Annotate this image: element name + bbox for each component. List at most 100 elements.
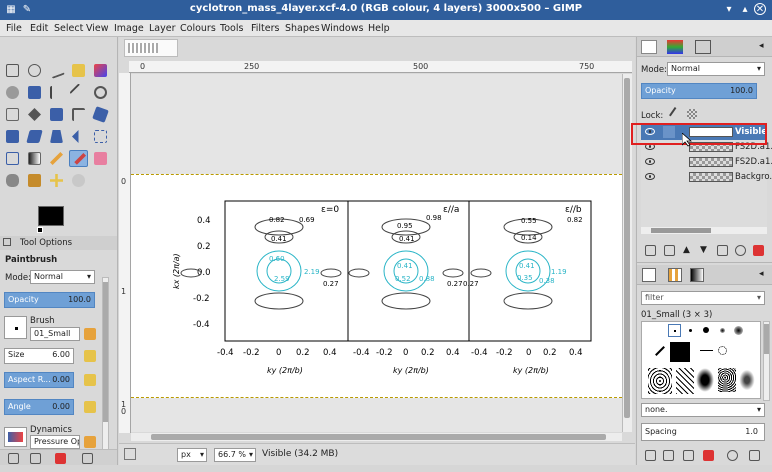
brush-cell-block[interactable] <box>670 342 690 362</box>
size-spinner[interactable]: Size 6.00 <box>4 348 74 364</box>
spacing-spinner[interactable]: Spacing 1.0 <box>641 423 765 441</box>
layer-mode-select[interactable]: Normal ▾ <box>667 62 765 76</box>
layer-name[interactable]: FS2D.a1... <box>735 142 772 152</box>
fuzzy-select-tool[interactable] <box>69 62 88 79</box>
brush-cell[interactable] <box>700 344 713 357</box>
brush-grid-scrollbar[interactable] <box>763 321 770 401</box>
image-canvas[interactable] <box>131 174 622 398</box>
heal-tool[interactable] <box>47 172 66 189</box>
color-select-tool[interactable] <box>91 62 110 79</box>
opacity-slider[interactable]: Opacity 100.0 <box>4 292 95 308</box>
menu-layer[interactable]: Layer <box>149 23 176 34</box>
brush-cell[interactable] <box>716 344 729 357</box>
brush-cell-splatter[interactable] <box>718 368 736 392</box>
menu-shapes[interactable]: Shapes <box>285 23 320 34</box>
lock-pixels-icon[interactable] <box>669 107 683 121</box>
scale-tool[interactable] <box>3 128 22 145</box>
shear-tool[interactable] <box>25 128 44 145</box>
airbrush-tool[interactable] <box>3 172 22 189</box>
delete-options-icon[interactable] <box>55 453 66 464</box>
delete-brush-icon[interactable] <box>703 450 714 461</box>
brush-cell[interactable] <box>652 342 668 358</box>
pin-icon[interactable]: ✎ <box>22 4 32 15</box>
reset-options-icon[interactable] <box>82 453 93 464</box>
menu-select[interactable]: Select <box>54 23 84 34</box>
crop-tool[interactable] <box>69 106 88 123</box>
rect-select-tool[interactable] <box>3 62 22 79</box>
layer-name[interactable]: Visible <box>735 127 768 137</box>
menu-file[interactable]: File <box>6 23 22 34</box>
save-options-icon[interactable] <box>8 453 19 464</box>
raise-layer-icon[interactable]: ▲ <box>683 245 690 255</box>
menu-colours[interactable]: Colours <box>180 23 216 34</box>
edit-dynamics-icon[interactable] <box>84 436 96 448</box>
brush-cell-texture[interactable] <box>676 368 694 394</box>
menu-windows[interactable]: Windows <box>321 23 364 34</box>
horizontal-scrollbar[interactable] <box>131 433 622 441</box>
perspective-tool[interactable] <box>47 128 66 145</box>
image-tab[interactable] <box>124 39 178 57</box>
brush-cell[interactable] <box>684 324 697 337</box>
layers-tab-icon[interactable] <box>641 40 657 54</box>
layers-hscrollbar[interactable] <box>641 227 767 234</box>
brushes-dock-menu-icon[interactable]: ◂ <box>759 269 764 279</box>
new-brush-icon[interactable] <box>663 450 674 461</box>
text-tool[interactable] <box>3 150 22 167</box>
cage-tool[interactable] <box>91 128 110 145</box>
color-picker-tool[interactable] <box>69 83 88 102</box>
edit-brush-button-icon[interactable] <box>645 450 656 461</box>
flip-tool[interactable] <box>69 128 88 145</box>
brush-cell[interactable] <box>716 324 729 337</box>
brush-cell-selected[interactable] <box>668 324 681 337</box>
align-tool[interactable] <box>47 106 66 123</box>
close-icon[interactable]: ✕ <box>754 3 766 15</box>
reset-colors-icon[interactable] <box>37 227 43 233</box>
tool-options-tab[interactable]: Tool Options <box>0 236 117 250</box>
tool-options-scrollbar[interactable] <box>102 277 109 452</box>
paths-tool[interactable] <box>47 84 66 101</box>
layer-visibility-eye-icon[interactable] <box>645 173 655 180</box>
move-tool[interactable] <box>25 106 44 123</box>
zoom-tool[interactable] <box>91 84 110 101</box>
aspect-ratio-slider[interactable]: Aspect R... 0.00 <box>4 372 74 388</box>
pencil-tool[interactable] <box>47 150 66 167</box>
dynamics-field[interactable]: Pressure Op... <box>30 435 80 449</box>
menu-edit[interactable]: Edit <box>30 23 49 34</box>
brush-grid[interactable] <box>641 321 761 399</box>
reset-size-icon[interactable] <box>84 350 96 362</box>
ellipse-select-tool[interactable] <box>25 62 44 79</box>
angle-slider[interactable]: Angle 0.00 <box>4 399 74 415</box>
free-select-tool[interactable] <box>47 62 66 79</box>
menu-tools[interactable]: Tools <box>220 23 244 34</box>
lower-layer-icon[interactable]: ▼ <box>700 245 707 255</box>
refresh-brushes-icon[interactable] <box>727 450 738 461</box>
ink-tool[interactable] <box>25 172 44 189</box>
anchor-layer-icon[interactable] <box>735 245 746 256</box>
foreground-color-swatch[interactable] <box>38 206 64 226</box>
gradients-tab-icon[interactable] <box>690 268 704 282</box>
maximize-icon[interactable]: ▴ <box>742 4 748 15</box>
zoom-select[interactable]: 66.7 % ▾ <box>214 448 256 462</box>
layer-row-fs2d-2[interactable]: FS2D.a1... <box>641 155 772 170</box>
menu-help[interactable]: Help <box>368 23 390 34</box>
restore-options-icon[interactable] <box>30 453 41 464</box>
vertical-scrollbar[interactable] <box>622 74 632 432</box>
dock-menu-icon[interactable]: ◂ <box>759 41 764 51</box>
horizontal-ruler[interactable]: 0 250 500 750 <box>129 61 632 73</box>
menu-filters[interactable]: Filters <box>251 23 280 34</box>
duplicate-layer-icon[interactable] <box>717 245 728 256</box>
brushes-tab-icon[interactable] <box>642 268 656 282</box>
lock-alpha-icon[interactable] <box>687 109 697 119</box>
dynamics-preview-icon[interactable] <box>4 427 27 447</box>
smudge-tool[interactable] <box>69 172 88 189</box>
brush-filter-input[interactable]: filter ▾ <box>641 291 765 305</box>
duplicate-brush-icon[interactable] <box>683 450 694 461</box>
eraser-tool[interactable] <box>91 150 110 167</box>
image-viewport[interactable]: 0.4 0.2 0.0 -0.2 -0.4 kx (2π/a) ε=0 0.82… <box>131 74 622 432</box>
vertical-ruler[interactable]: 0 1 1 0 <box>119 73 131 433</box>
new-layer-icon[interactable] <box>645 245 656 256</box>
blend-tool[interactable] <box>25 150 44 167</box>
brush-cell-splatter[interactable] <box>738 368 756 392</box>
layer-chain-icon[interactable] <box>663 126 675 138</box>
brush-cell[interactable] <box>732 324 745 337</box>
